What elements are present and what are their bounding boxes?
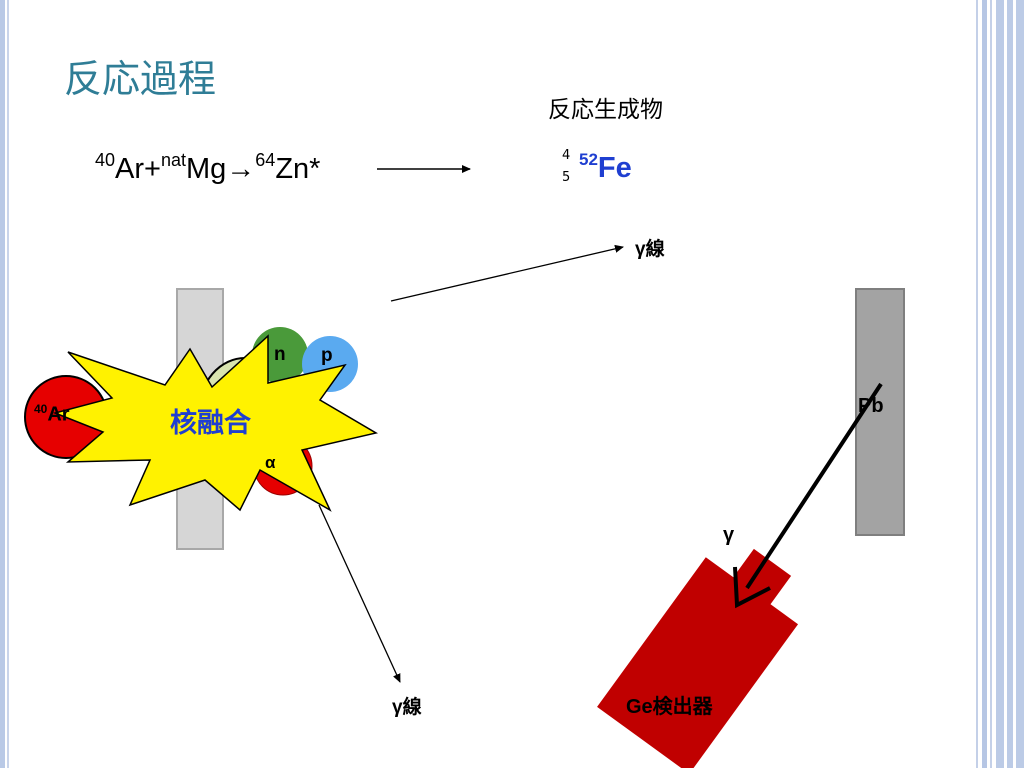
fe-mass-number: 52	[579, 150, 598, 169]
tiny-digit-bottom: 5	[562, 170, 571, 185]
reaction-equation: 40Ar+natMg→64Zn*	[95, 150, 320, 186]
zn-symbol: Zn*	[275, 153, 321, 185]
products-heading: 反応生成物	[548, 97, 663, 123]
gamma-ray-arrow-down	[318, 504, 401, 683]
fe-symbol: Fe	[597, 152, 632, 184]
mg-symbol: Mg→	[186, 153, 256, 185]
left-border	[0, 0, 12, 768]
hidden-products-digits: 4 5	[562, 145, 570, 189]
gamma-ray-arrow-up	[390, 244, 624, 302]
fe-product: 52Fe	[579, 150, 632, 185]
right-border-gap	[1013, 0, 1016, 768]
right-border-stripe	[982, 0, 987, 768]
right-border-band	[996, 0, 1024, 768]
ge-detector	[597, 548, 799, 768]
detected-gamma-arrowhead	[733, 566, 771, 609]
right-border-line	[976, 0, 978, 768]
mg-nat-prefix: nat	[160, 150, 186, 170]
left-border-stripe	[0, 0, 5, 768]
zn-mass-number: 64	[255, 150, 276, 170]
right-border	[976, 0, 1024, 768]
tiny-digit-top: 4	[562, 148, 571, 163]
detector-neck	[730, 548, 792, 609]
left-border-line	[7, 0, 9, 768]
right-border-line	[990, 0, 992, 768]
ar-symbol: Ar+	[115, 153, 161, 185]
right-border-gap	[1004, 0, 1007, 768]
fusion-burst	[52, 334, 379, 512]
detector-body	[597, 557, 799, 768]
ar-mass-number: 40	[95, 150, 116, 170]
slide-title: 反応過程	[64, 57, 217, 101]
detected-gamma-arrow	[745, 382, 883, 590]
